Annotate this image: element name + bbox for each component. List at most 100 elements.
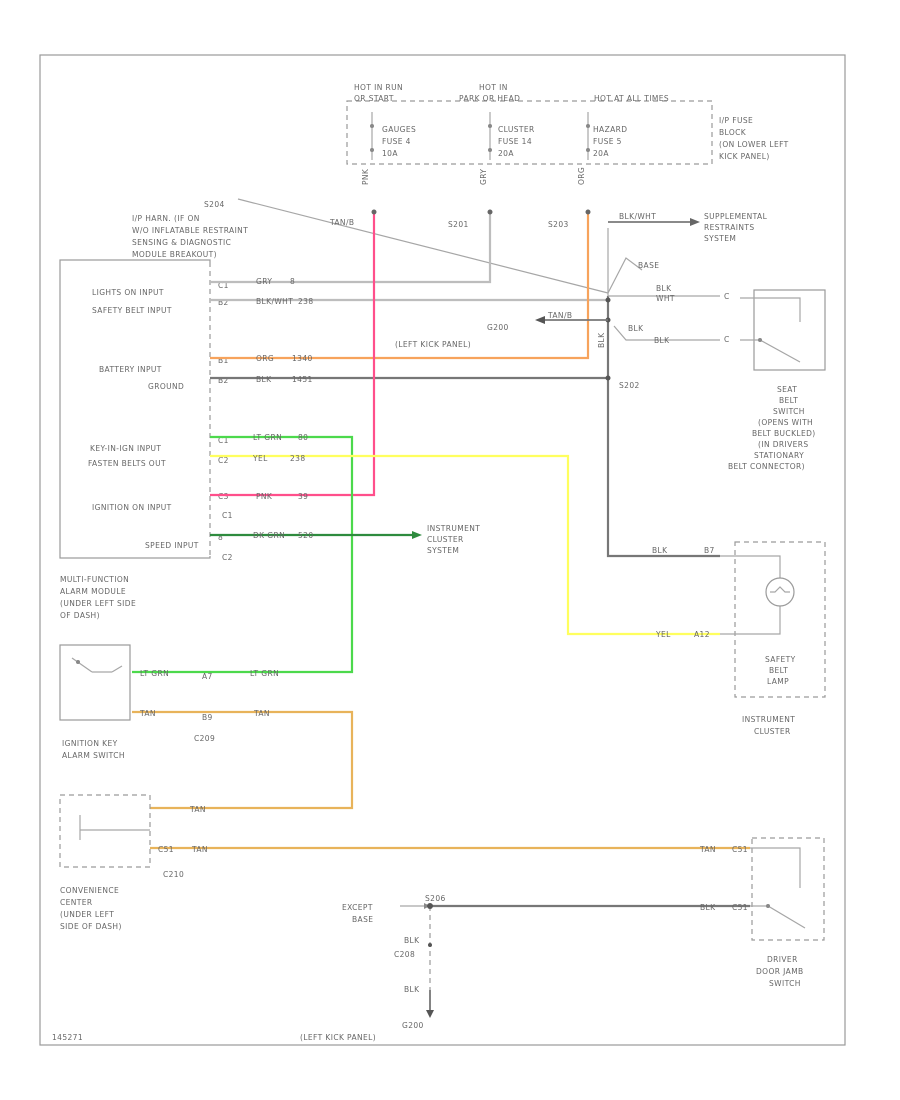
pin-key-in: C1 xyxy=(218,436,229,445)
fuse-block-title-4: KICK PANEL) xyxy=(719,152,770,161)
wire-org-label: ORG xyxy=(256,354,274,363)
wire-blkwht-circuit: 238 xyxy=(298,297,314,306)
srs-label-1: SUPPLEMENTAL xyxy=(704,212,768,221)
door-except-label: EXCEPT xyxy=(342,903,373,912)
seatbelt-connector-a: C xyxy=(724,292,730,301)
diagram-code: 145271 xyxy=(52,1033,83,1042)
module-title-3: (UNDER LEFT SIDE xyxy=(60,599,136,608)
keyswitch-title-2: ALARM SWITCH xyxy=(62,751,125,760)
sdm-note-line2: W/O INFLATABLE RESTRAINT xyxy=(132,226,248,235)
cluster-title-2: CLUSTER xyxy=(754,727,791,736)
ground-g200b-location: (LEFT KICK PANEL) xyxy=(300,1033,376,1042)
convenience-center: TAN TAN C51 C210 CONVENIENCE CENTER (UND… xyxy=(59,794,750,931)
srs-wire-label: BLK/WHT xyxy=(619,212,656,221)
door-pin-a: C51 xyxy=(732,845,748,854)
cluster-system-label-2: CLUSTER xyxy=(427,535,464,544)
alarm-module: LIGHTS ON INPUT SAFETY BELT INPUT BATTER… xyxy=(59,259,232,620)
module-key-in-input: KEY-IN-IGN INPUT xyxy=(90,444,161,453)
door-title-3: SWITCH xyxy=(769,979,801,988)
lamp-title-1: SAFETY xyxy=(765,655,796,664)
conv-title-3: (UNDER LEFT xyxy=(60,910,114,919)
fuse2-wire-label: GRY xyxy=(479,169,488,185)
splice-s203-label: S203 xyxy=(548,220,569,229)
seatbelt-title-4: (OPENS WITH xyxy=(758,418,813,427)
lamp-title-2: BELT xyxy=(769,666,788,675)
wire-gry-label: GRY xyxy=(256,277,272,286)
door-blk-vertical-1: BLK xyxy=(404,936,420,945)
seatbelt-title-5: BELT BUCKLED) xyxy=(752,429,816,438)
wire-blk-label: BLK xyxy=(256,375,272,384)
wire-ground-bus xyxy=(606,296,720,558)
seatbelt-title-1: SEAT xyxy=(777,385,797,394)
fuse1-name: GAUGES xyxy=(382,125,416,134)
seatbelt-wire-a: BLK xyxy=(656,284,672,293)
ground-bus-wire-label: BLK xyxy=(597,332,606,348)
pin-ignition: C3 xyxy=(218,492,229,501)
ground-g200b-label: G200 xyxy=(402,1021,424,1030)
door-blk-label: BLK xyxy=(700,903,716,912)
fuse3-number: FUSE 5 xyxy=(593,137,622,146)
door-pin-b: C51 xyxy=(732,903,748,912)
conv-tan-2: TAN xyxy=(191,845,208,854)
wire-blk-circuit: 1451 xyxy=(292,375,313,384)
cluster-yel-label: YEL xyxy=(655,630,671,639)
seatbelt-lamp-icon xyxy=(765,577,795,607)
seatbelt-title-3: SWITCH xyxy=(773,407,805,416)
sdm-note-line3: SENSING & DIAGNOSTIC xyxy=(132,238,231,247)
fuse2-name: CLUSTER xyxy=(498,125,535,134)
cluster-pin-b: B7 xyxy=(704,546,715,555)
door-blk-vertical-2: BLK xyxy=(404,985,420,994)
pin-ground: B2 xyxy=(218,376,229,385)
wire-yel-circuit: 238 xyxy=(290,454,306,463)
fuse-block: HOT IN RUN OR START HOT IN PARK OR HEAD … xyxy=(346,83,788,185)
fuse-block-title-2: BLOCK xyxy=(719,128,747,137)
wire-blkwht-label: BLK/WHT xyxy=(256,297,293,306)
seatbelt-title-2: BELT xyxy=(779,396,798,405)
seatbelt-wire-a2: WHT xyxy=(656,294,675,303)
splice-s201-label: S201 xyxy=(448,220,469,229)
fuse-hot-run-label: HOT IN RUN xyxy=(354,83,403,92)
conv-title-4: SIDE OF DASH) xyxy=(60,922,122,931)
ground-g200-label: G200 xyxy=(487,323,509,332)
wire-yel-fasten xyxy=(210,454,720,636)
keyswitch-ltgrn-2: LT GRN xyxy=(250,669,279,678)
conv-connector: C210 xyxy=(163,870,184,879)
seat-belt-switch: BLK WHT BLK BLK C C SEAT BELT SWITCH (OP… xyxy=(608,284,826,471)
instrument-cluster: BLK B7 YEL A12 SAFETY BELT LAMP INSTRUME… xyxy=(652,541,826,736)
fuse3-rating: 20A xyxy=(593,149,609,158)
fuse3-wire-label: ORG xyxy=(577,167,586,185)
conv-tan-1: TAN xyxy=(189,805,206,814)
seatbelt-wire-b: BLK xyxy=(628,324,644,333)
fuse-hot-all-label: HOT AT ALL TIMES xyxy=(594,94,669,103)
module-fasten-belts-out: FASTEN BELTS OUT xyxy=(88,459,166,468)
keyswitch-tan-1: TAN xyxy=(139,709,156,718)
module-title-2: ALARM MODULE xyxy=(60,587,126,596)
fuse-hot-run-label-2: OR START xyxy=(354,94,394,103)
wire-dkgrn-circuit: 520 xyxy=(298,531,314,540)
fuse3-name: HAZARD xyxy=(593,125,627,134)
seatbelt-title-8: BELT CONNECTOR) xyxy=(728,462,805,471)
pin-battery: B1 xyxy=(218,356,229,365)
wire-yel-label: YEL xyxy=(252,454,268,463)
seatbelt-wire-b2: BLK xyxy=(654,336,670,345)
wire-ltgrn-circuit: 80 xyxy=(298,433,308,442)
cluster-system-label-3: SYSTEM xyxy=(427,546,459,555)
sdm-note-line4: MODULE BREAKOUT) xyxy=(132,250,217,259)
door-tan-label: TAN xyxy=(699,845,716,854)
ground-wire-label: TAN/B xyxy=(547,311,572,320)
wire-ltgrn-keyin xyxy=(132,435,354,674)
cluster-system-label-1: INSTRUMENT xyxy=(427,524,480,533)
wire-org-circuit: 1340 xyxy=(292,354,313,363)
module-battery-input: BATTERY INPUT xyxy=(99,365,162,374)
wire-org-battery xyxy=(210,212,590,360)
wire-gry-circuit: 8 xyxy=(290,277,295,286)
pin-safety-belt: B2 xyxy=(218,298,229,307)
fuse-hot-park-label: HOT IN xyxy=(479,83,508,92)
module-ground: GROUND xyxy=(148,382,184,391)
fuse2-number: FUSE 14 xyxy=(498,137,532,146)
wire-pnk-label: PNK xyxy=(256,492,273,501)
fuse1-wire-label: PNK xyxy=(361,168,370,185)
module-lights-on-input: LIGHTS ON INPUT xyxy=(92,288,164,297)
seatbelt-connector-b: C xyxy=(724,335,730,344)
